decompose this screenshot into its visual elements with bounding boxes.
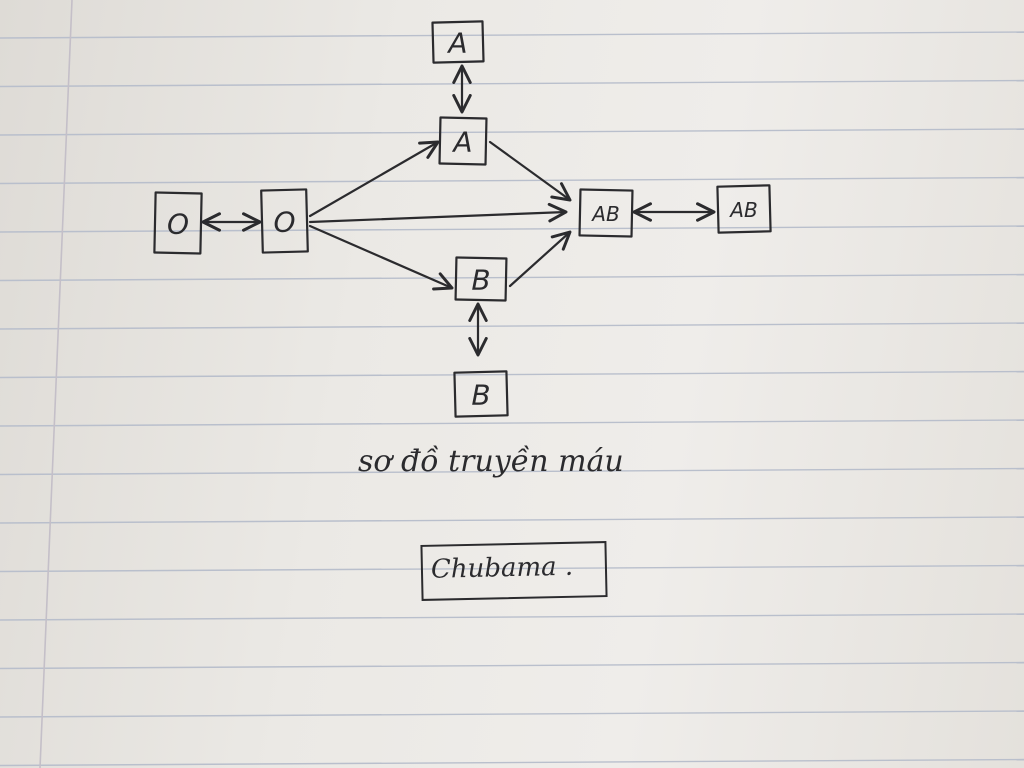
ruled-line: [0, 225, 1024, 233]
ruled-line: [0, 710, 1024, 718]
ruled-line: [0, 564, 1024, 573]
node-ab1: AB: [578, 188, 634, 238]
ruled-line: [0, 613, 1024, 621]
node-label: A: [451, 126, 472, 159]
diagram-caption: sơ đồ truyền máu: [358, 444, 624, 479]
node-b1: B: [454, 256, 508, 302]
node-b2: B: [453, 370, 509, 418]
node-box: [438, 116, 488, 166]
node-box: [454, 256, 508, 302]
ruled-line: [0, 758, 1024, 767]
node-label: A: [446, 27, 467, 60]
ruled-line: [0, 370, 1024, 379]
node-label: AB: [728, 198, 757, 222]
node-box: [453, 370, 509, 418]
node-box: [578, 188, 634, 238]
node-label: O: [167, 208, 189, 241]
edge-o2-a1: [308, 140, 440, 218]
ruled-line: [0, 176, 1024, 185]
node-label: O: [273, 206, 295, 239]
node-label: AB: [590, 202, 619, 226]
ruled-line: [0, 31, 1024, 39]
ruled-line: [0, 661, 1024, 670]
ruled-line: [0, 516, 1024, 524]
ruled-line: [0, 322, 1024, 330]
node-box: [153, 191, 203, 255]
edge-a1-ab1: [488, 140, 572, 202]
diagram-edges: [201, 64, 716, 357]
node-a2: A: [431, 20, 485, 64]
node-a1: A: [438, 116, 488, 166]
node-label: B: [471, 264, 490, 297]
ruled-line: [0, 273, 1024, 282]
signature-box: Chubama .: [420, 541, 608, 601]
edge-b1-ab1: [508, 230, 572, 288]
node-o2: O: [260, 188, 309, 254]
ruled-line: [0, 128, 1024, 136]
ruled-line: [0, 419, 1024, 427]
edge-o2-b1: [308, 224, 454, 291]
signature: Chubama .: [430, 551, 574, 585]
ruled-line: [0, 79, 1024, 88]
node-ab2: AB: [716, 184, 772, 234]
node-o1: O: [153, 191, 203, 255]
edge-o2-ab1: [308, 202, 568, 224]
node-box: [260, 188, 309, 254]
node-box: [716, 184, 772, 234]
node-label: B: [471, 379, 490, 412]
ruled-line: [0, 467, 1024, 476]
node-box: [431, 20, 485, 64]
margin-line: [39, 0, 73, 768]
